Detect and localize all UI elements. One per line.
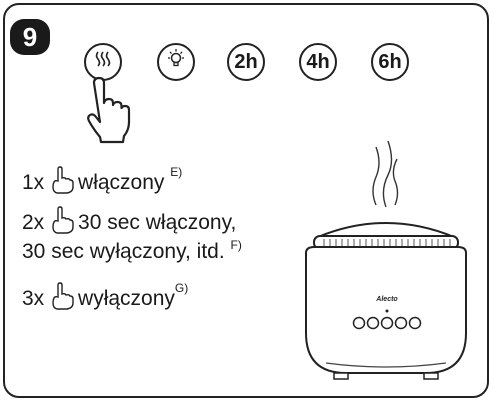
instruction-2-continued: 30 sec wyłączony, itd. F): [22, 238, 242, 264]
instruction-2: 2x 30 sec włączony,: [22, 206, 237, 235]
step-number-badge: 9: [10, 19, 50, 55]
brand-logo: Alecto: [375, 296, 398, 303]
note-ref-e: E): [170, 165, 183, 179]
note-ref-g: G): [174, 281, 189, 295]
press-count-2: 2x: [22, 211, 45, 234]
timer-4h-button[interactable]: 4h: [299, 43, 337, 81]
instruction-1: 1x włączony E): [22, 165, 183, 195]
instruction-3-text: wyłączony: [78, 287, 175, 310]
tap-hand-icon: [51, 206, 77, 234]
diffuser-illustration: Alecto: [305, 140, 467, 380]
tap-hand-icon: [51, 166, 77, 194]
mist-icon: [94, 50, 112, 74]
instruction-3: 3x wyłączonyG): [22, 281, 189, 311]
instruction-2-text-2: 30 sec wyłączony, itd.: [22, 240, 225, 263]
timer-6h-button[interactable]: 6h: [371, 43, 409, 81]
press-count-1: 1x: [22, 171, 45, 194]
note-ref-f: F): [230, 238, 242, 252]
instruction-1-text: włączony: [78, 171, 165, 194]
light-bulb-icon: [165, 48, 187, 76]
instruction-2-text: 30 sec włączony,: [78, 211, 237, 234]
instruction-panel: [3, 3, 489, 398]
light-button[interactable]: [157, 43, 195, 81]
mist-button[interactable]: [84, 43, 122, 81]
tap-hand-icon: [51, 282, 77, 310]
pointing-hand-icon: [87, 76, 131, 144]
timer-2h-button[interactable]: 2h: [227, 43, 265, 81]
press-count-3: 3x: [22, 287, 45, 310]
mist-wisps: [372, 140, 399, 208]
